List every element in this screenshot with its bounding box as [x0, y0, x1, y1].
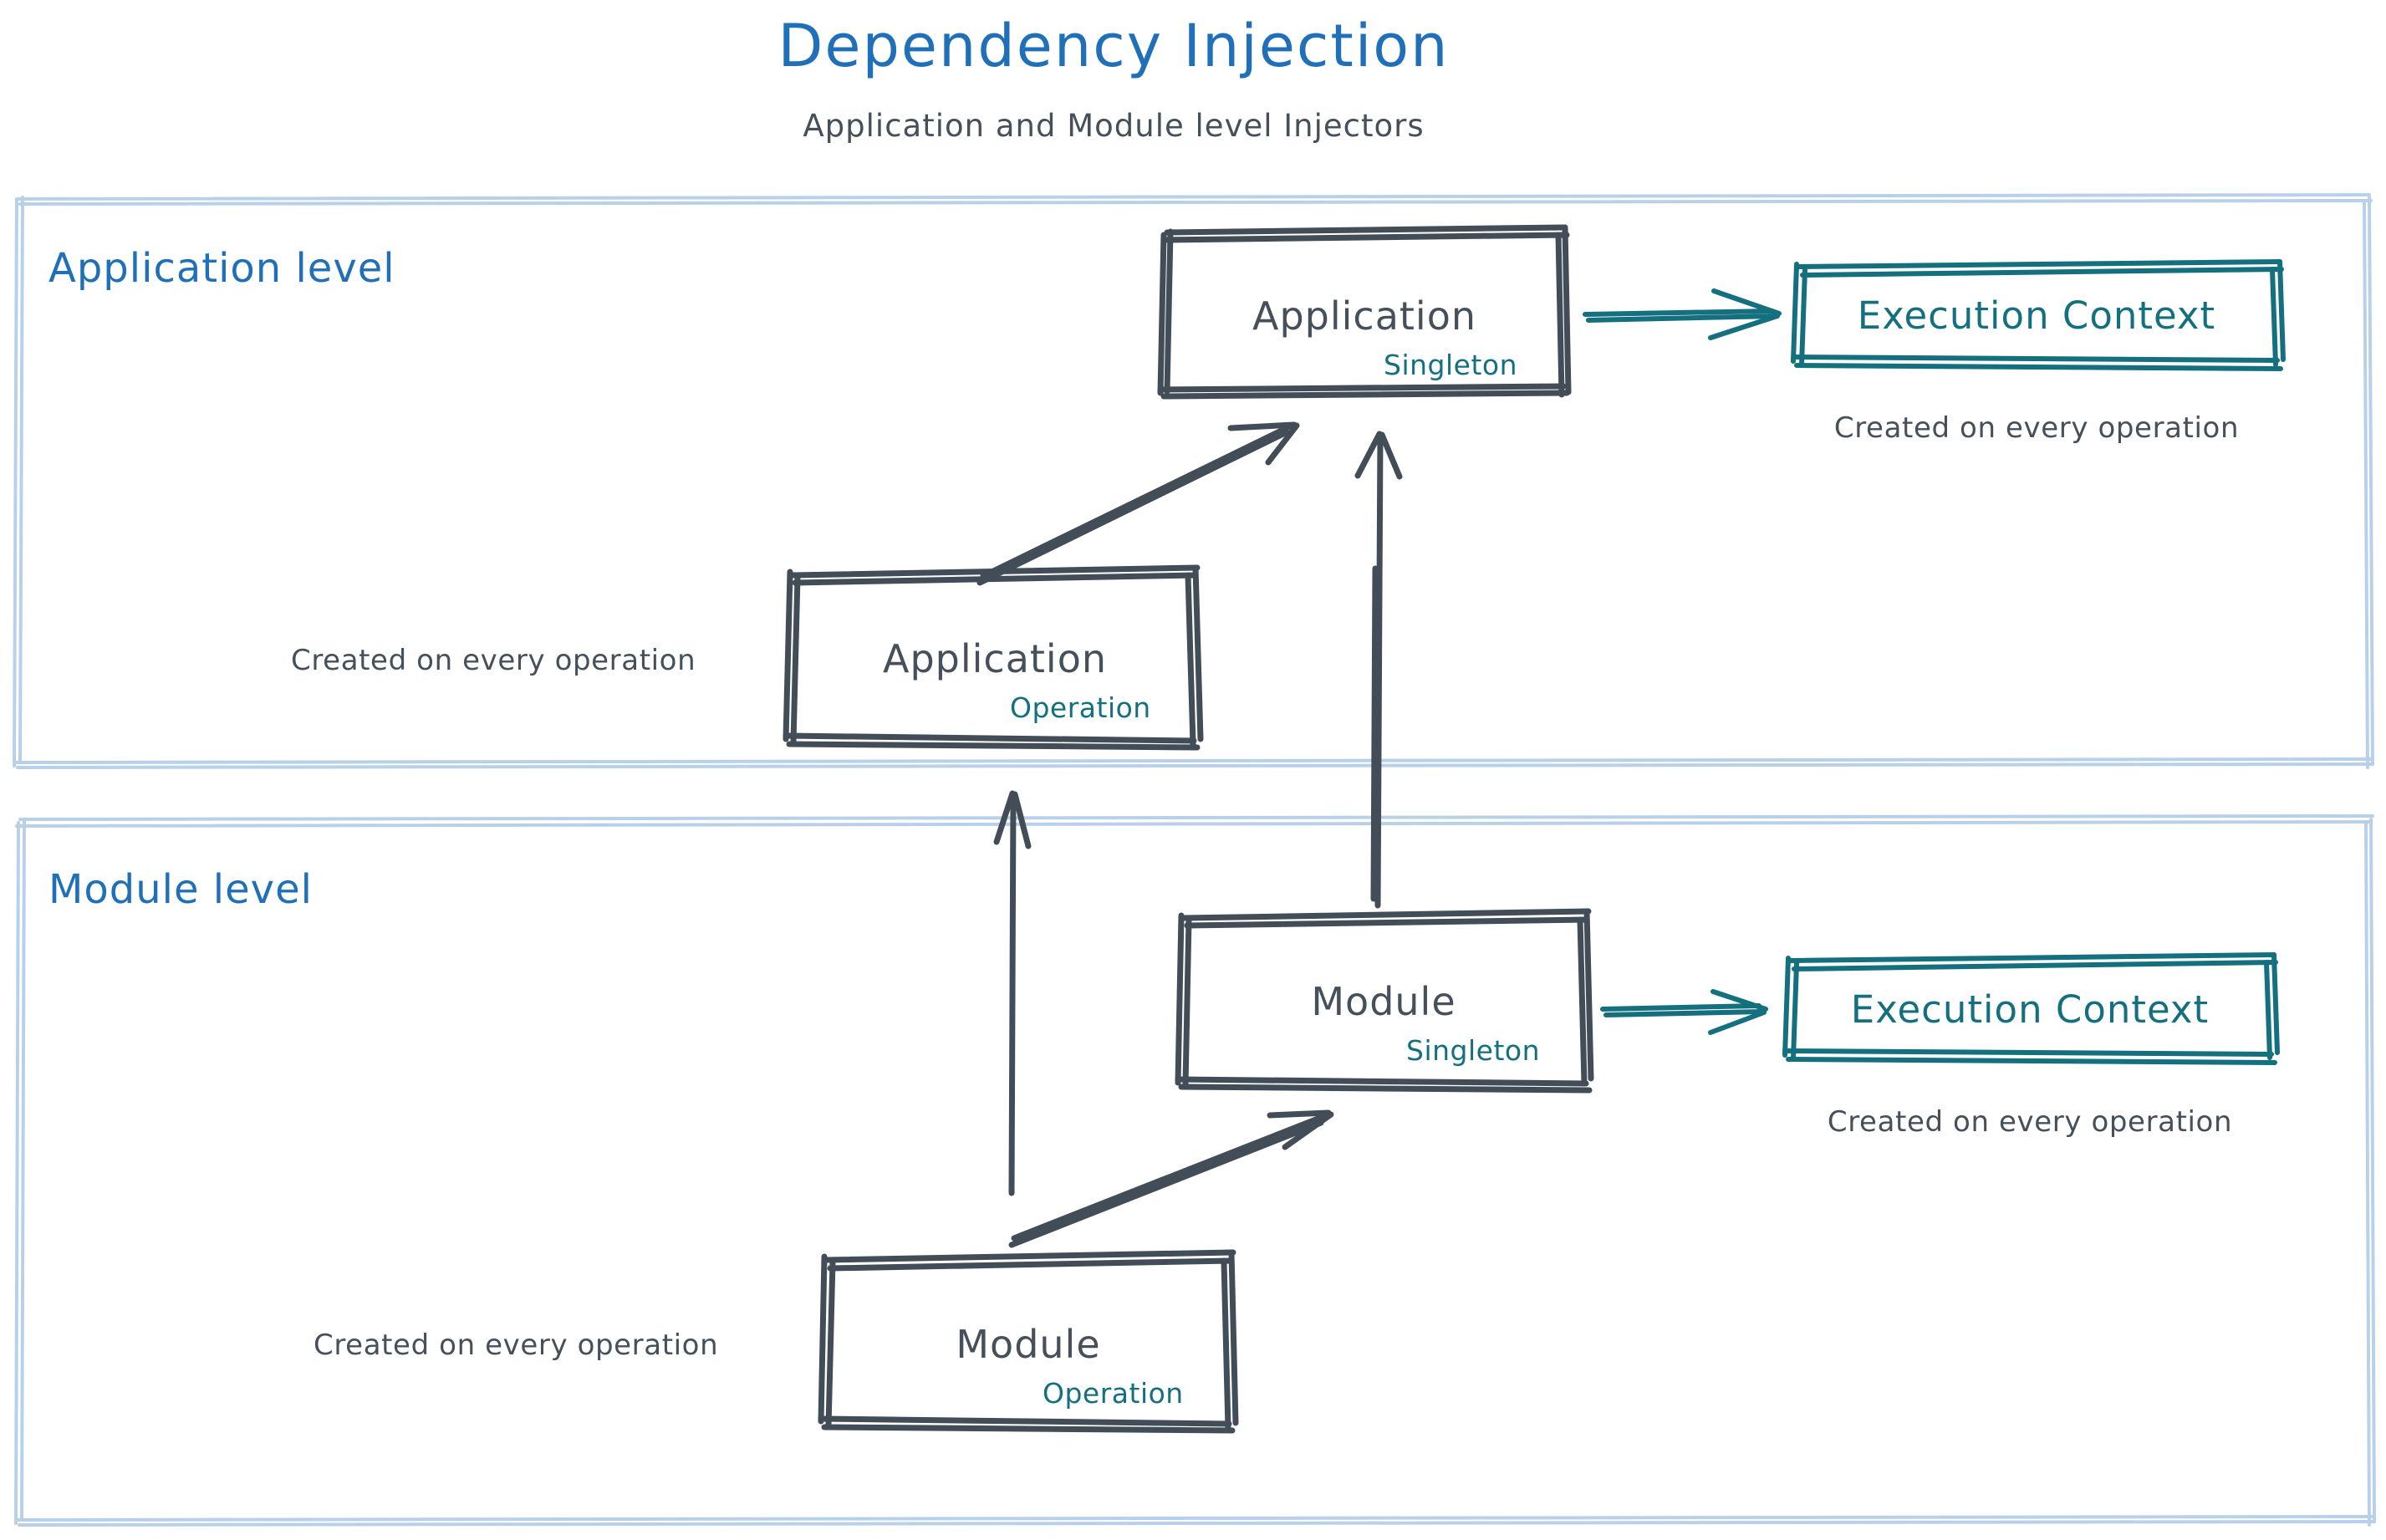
page-title: Dependency Injection	[777, 12, 1450, 80]
node-module-singleton-scope: Singleton	[1406, 1034, 1540, 1067]
panel-module-level-border	[14, 814, 2376, 1527]
caption-application-operation: Created on every operation	[291, 644, 696, 677]
node-module-operation-title: Module	[956, 1322, 1101, 1367]
caption-module-execution-context: Created on every operation	[1827, 1105, 2233, 1139]
edge-module-singleton-to-app-singleton	[1354, 431, 1403, 909]
node-application-execution-context-title: Execution Context	[1857, 293, 2216, 338]
panel-label-module-level: Module level	[48, 866, 313, 913]
panel-label-application-level: Application level	[48, 245, 395, 292]
node-module-execution-context-title: Execution Context	[1850, 987, 2210, 1032]
node-module-singleton-title: Module	[1311, 979, 1456, 1024]
edge-module-operation-to-module-singleton	[1008, 1109, 1334, 1248]
edge-app-operation-to-app-singleton	[976, 421, 1300, 586]
edge-module-operation-to-app-operation	[993, 790, 1032, 1196]
node-module-operation-scope: Operation	[1043, 1377, 1184, 1410]
node-application-operation-title: Application	[882, 636, 1108, 681]
node-application-singleton-scope: Singleton	[1384, 349, 1517, 381]
caption-module-operation: Created on every operation	[314, 1328, 719, 1362]
node-application-singleton-title: Application	[1252, 293, 1477, 339]
node-application-operation-scope: Operation	[1010, 691, 1151, 724]
caption-application-execution-context: Created on every operation	[1833, 411, 2240, 445]
edge-app-singleton-to-exec-context	[1583, 288, 1782, 340]
page-subtitle: Application and Module level Injectors	[803, 108, 1425, 144]
edge-module-singleton-to-exec-context	[1600, 989, 1768, 1035]
